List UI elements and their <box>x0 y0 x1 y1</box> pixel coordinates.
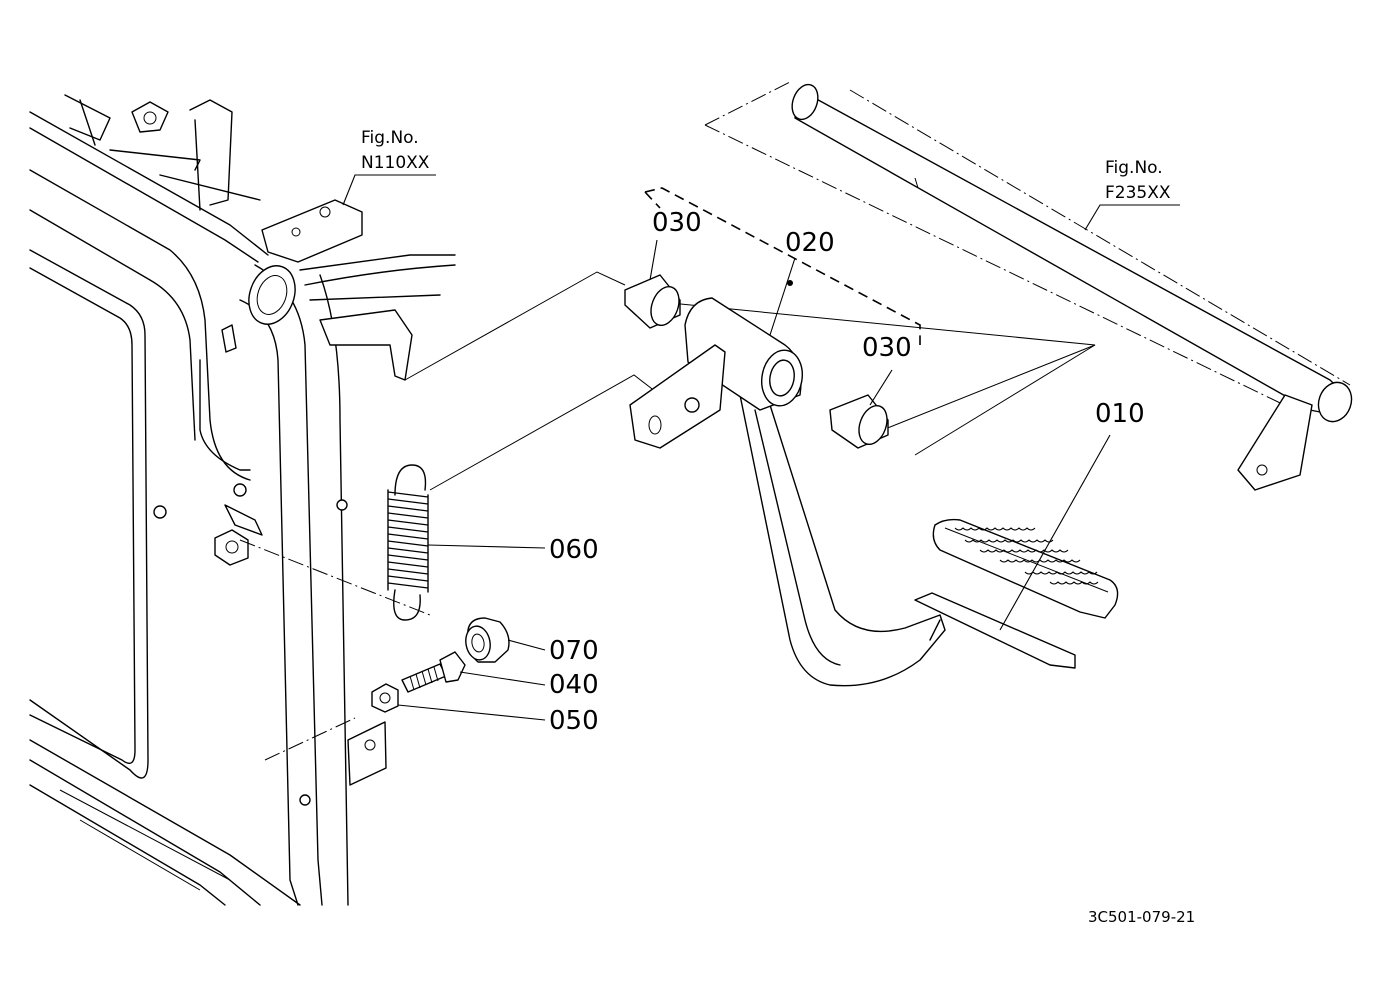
callout-040: 040 <box>549 670 599 700</box>
callout-020: 020 <box>785 228 835 258</box>
stopper-bolt-set <box>239 539 510 761</box>
pedal-tread-pattern <box>954 527 1099 585</box>
fig-ref-f235: Fig.No. F235XX <box>1105 158 1171 203</box>
fig-ref-number: F235XX <box>1105 183 1171 203</box>
callout-050: 050 <box>549 706 599 736</box>
cab-frame <box>29 94 456 906</box>
callout-010: 010 <box>1095 399 1145 429</box>
callout-030-right: 030 <box>862 333 912 363</box>
fig-ref-label: Fig.No. <box>361 128 419 148</box>
leader-lines <box>342 174 1180 721</box>
callout-030-left: 030 <box>652 208 702 238</box>
callout-060: 060 <box>549 535 599 565</box>
fig-ref-label: Fig.No. <box>1105 158 1163 178</box>
return-spring <box>387 464 429 621</box>
fig-ref-number: N110XX <box>361 153 430 173</box>
pedal-arm <box>404 187 1119 687</box>
callout-070: 070 <box>549 636 599 666</box>
shaft-assembly <box>704 81 1353 491</box>
fig-ref-n110: Fig.No. N110XX <box>361 128 430 173</box>
drawing-code: 3C501-079-21 <box>1088 908 1195 926</box>
